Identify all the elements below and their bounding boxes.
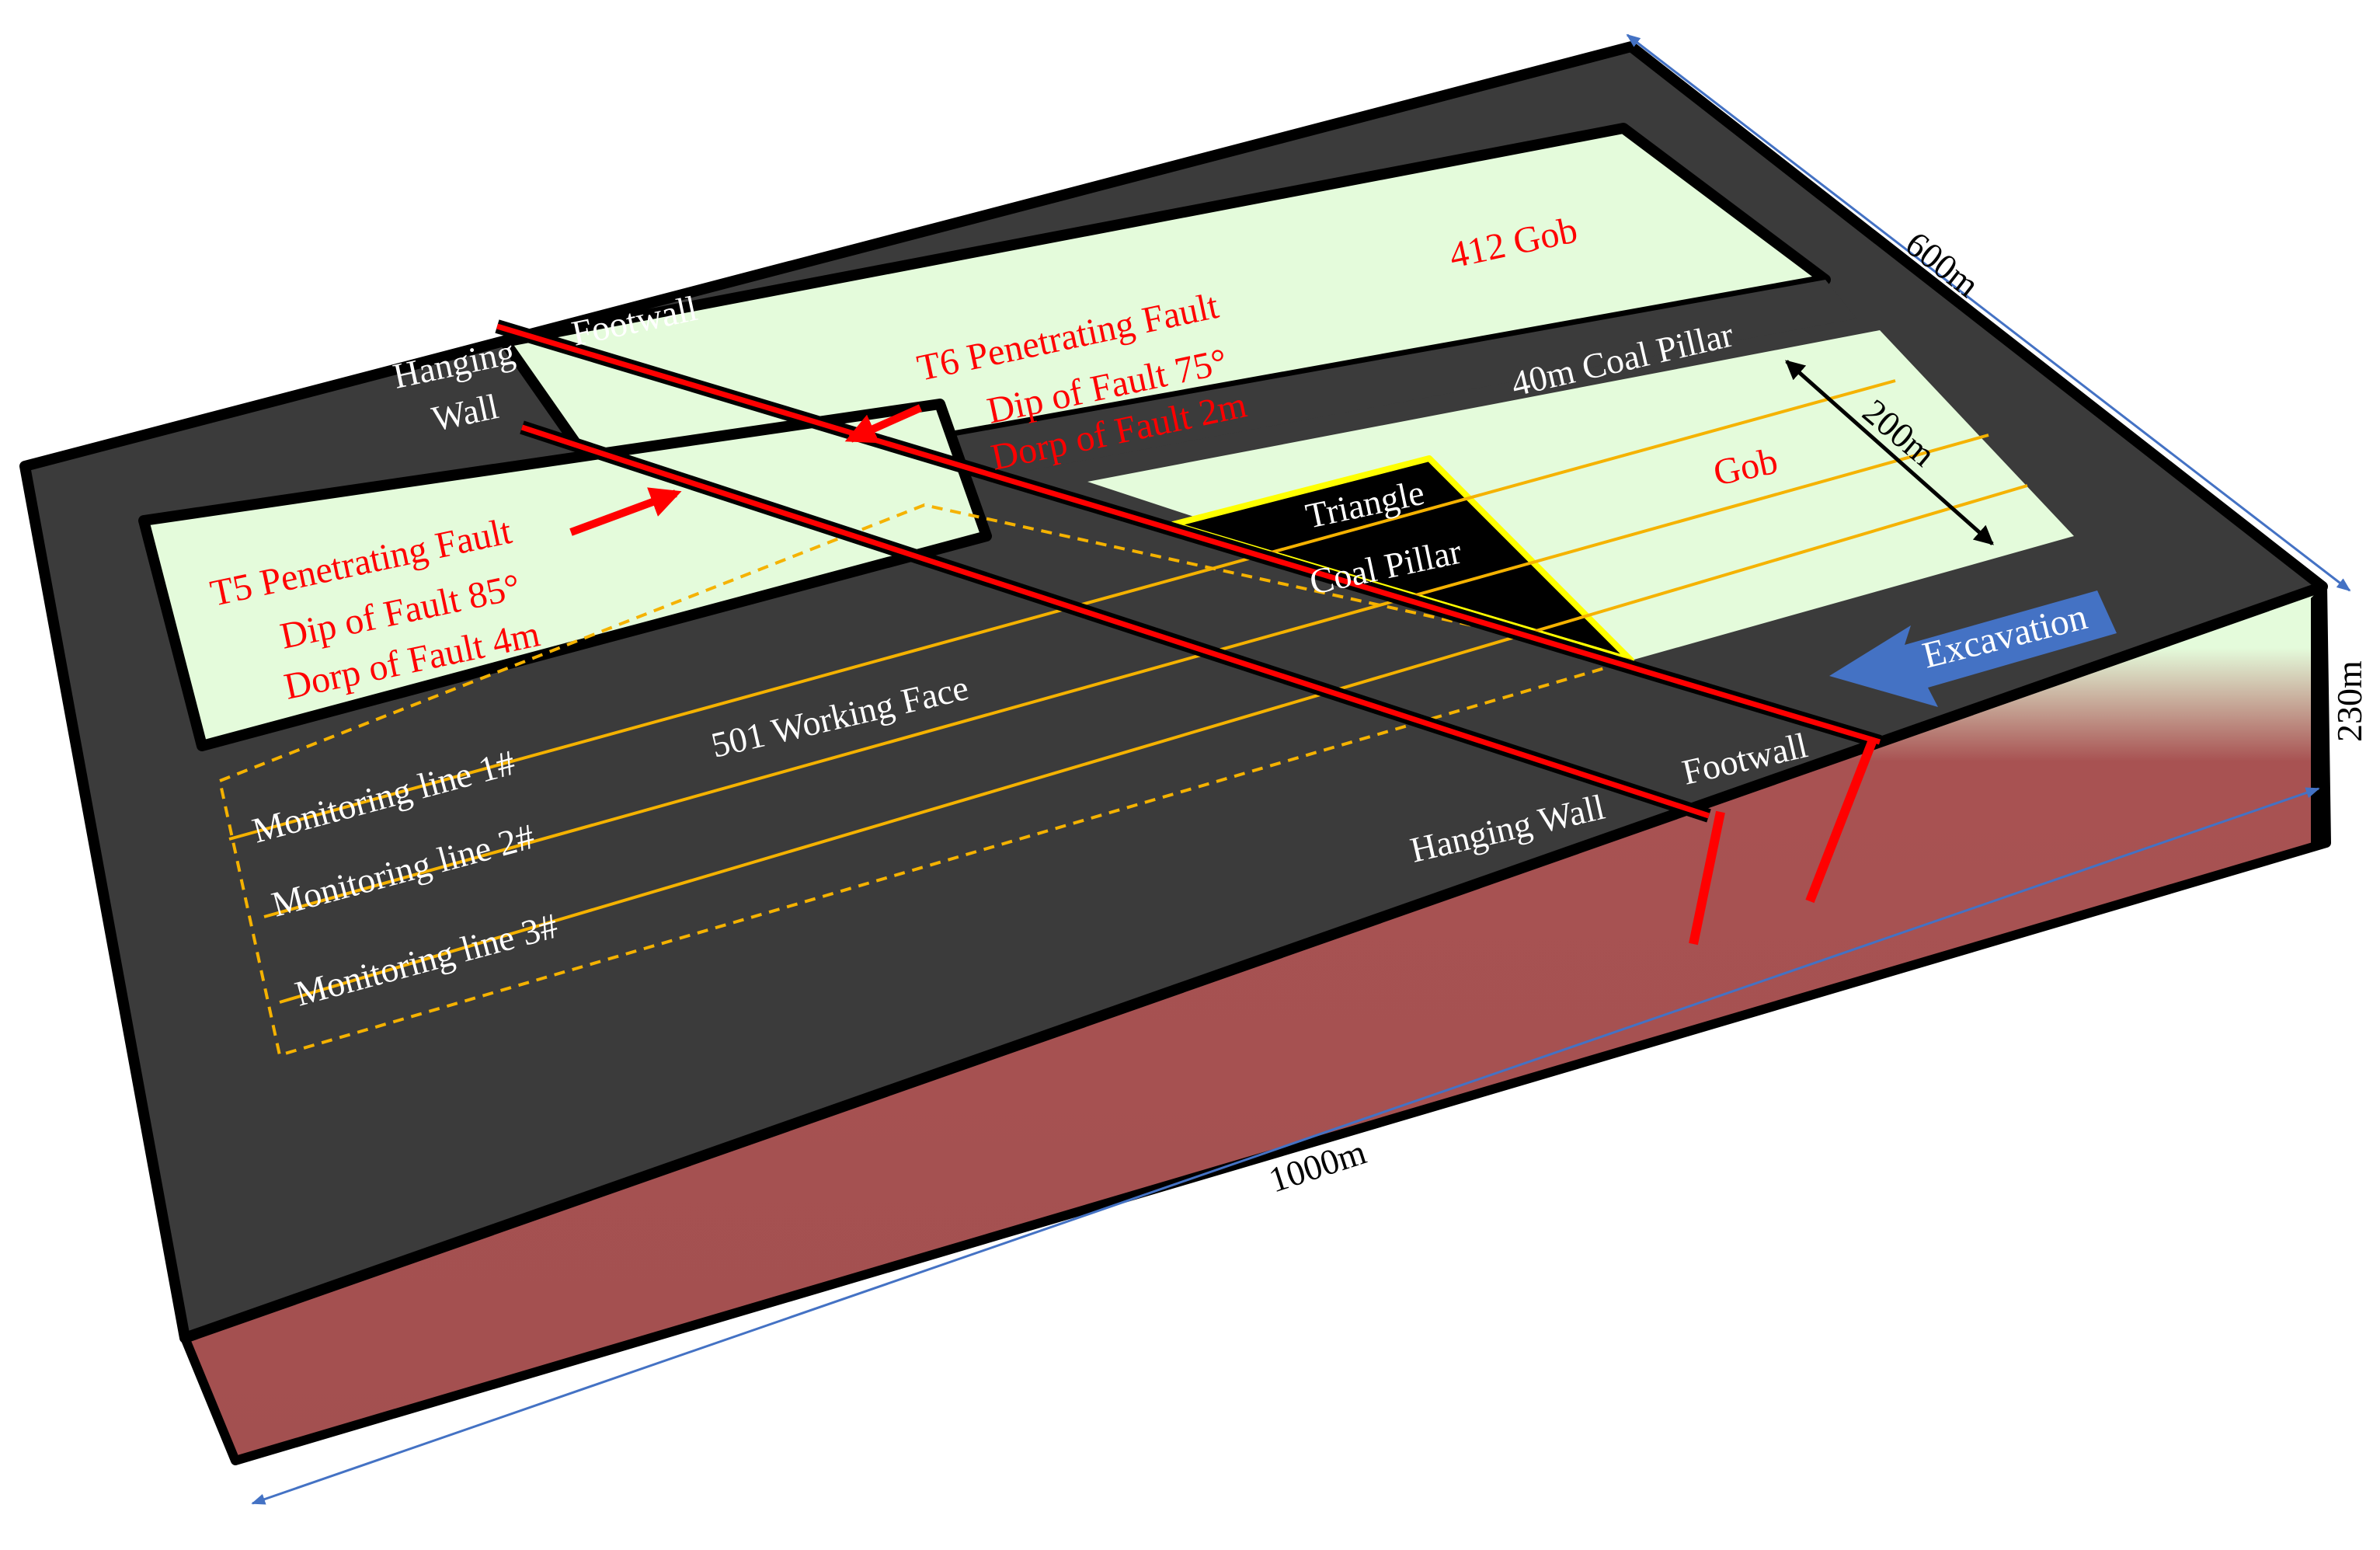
dim-200-arrow — [1785, 360, 1994, 545]
dim-1000-line — [251, 787, 2320, 1505]
block-right-face — [2311, 587, 2326, 851]
excavation-arrow — [1829, 590, 2117, 707]
t5-pointer-arrow — [569, 487, 682, 536]
t6-pointer-arrow — [844, 404, 923, 444]
t5-fault-red — [520, 424, 1710, 819]
dim-230-label: 230m — [2330, 660, 2369, 742]
gob-left-area — [138, 399, 992, 751]
dim-600-line — [1626, 33, 2351, 592]
t6-fault-red — [496, 323, 1881, 745]
